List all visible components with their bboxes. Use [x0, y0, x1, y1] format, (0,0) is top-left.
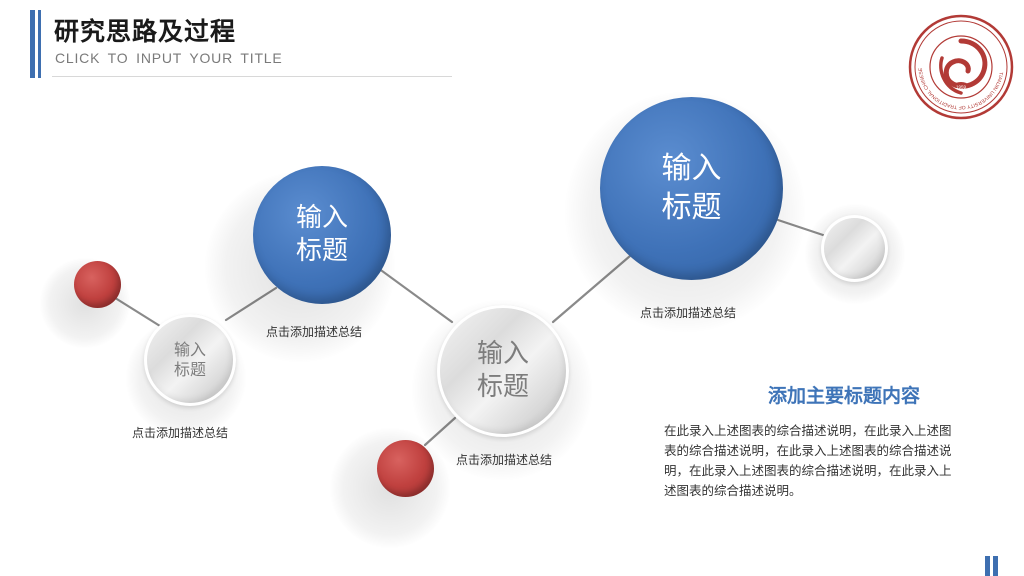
blue-large-node-label: 输入 标题	[661, 151, 722, 225]
page-title[interactable]: 研究思路及过程	[54, 17, 237, 46]
connector-blue-to-centergray	[376, 266, 454, 324]
blue-medium-node[interactable]	[253, 166, 391, 304]
connector-largeblue-to-gray	[776, 218, 828, 238]
university-seal-logo: TIANJIN UNIVERSITY OF TRADITIONAL CHINES…	[908, 14, 1014, 120]
page-subtitle[interactable]: CLICK TO INPUT YOUR TITLE	[55, 50, 283, 66]
blue-medium-node-caption[interactable]: 点击添加描述总结	[266, 325, 363, 339]
gray-center-node-label: 输入 标题	[476, 338, 529, 402]
connector-centergray-to-red	[423, 416, 457, 447]
title-accent-bar-thin	[38, 10, 41, 78]
connector-centergray-to-largeblue	[551, 254, 632, 324]
content-paragraph[interactable]: 在此录入上述图表的综合描述说明，在此录入上述图表的综合描述说明，在此录入上述图表…	[664, 423, 952, 498]
gray-center-node[interactable]	[437, 305, 569, 437]
page-corner-mark	[993, 556, 998, 576]
page-corner-mark	[985, 556, 990, 576]
header-divider	[52, 76, 452, 77]
seal-year: 1959	[956, 85, 967, 90]
blue-large-node-caption[interactable]: 点击添加描述总结	[640, 306, 737, 320]
small-gray-node-caption[interactable]: 点击添加描述总结	[132, 426, 229, 440]
title-accent-bar	[30, 10, 35, 78]
blue-large-node[interactable]	[600, 97, 783, 280]
red-dot-node-left[interactable]	[74, 261, 121, 308]
red-dot-node-bottom[interactable]	[377, 440, 434, 497]
connector-red-to-smallgray	[110, 294, 162, 328]
connector-smallgray-to-blue	[224, 286, 278, 322]
content-heading[interactable]: 添加主要标题内容	[768, 385, 921, 407]
blue-medium-node-label: 输入 标题	[295, 202, 348, 266]
small-gray-node-label: 输入 标题	[173, 339, 206, 379]
small-gray-node[interactable]	[144, 314, 236, 406]
gray-dot-node-right[interactable]	[821, 215, 888, 282]
gray-center-node-caption[interactable]: 点击添加描述总结	[456, 453, 553, 467]
